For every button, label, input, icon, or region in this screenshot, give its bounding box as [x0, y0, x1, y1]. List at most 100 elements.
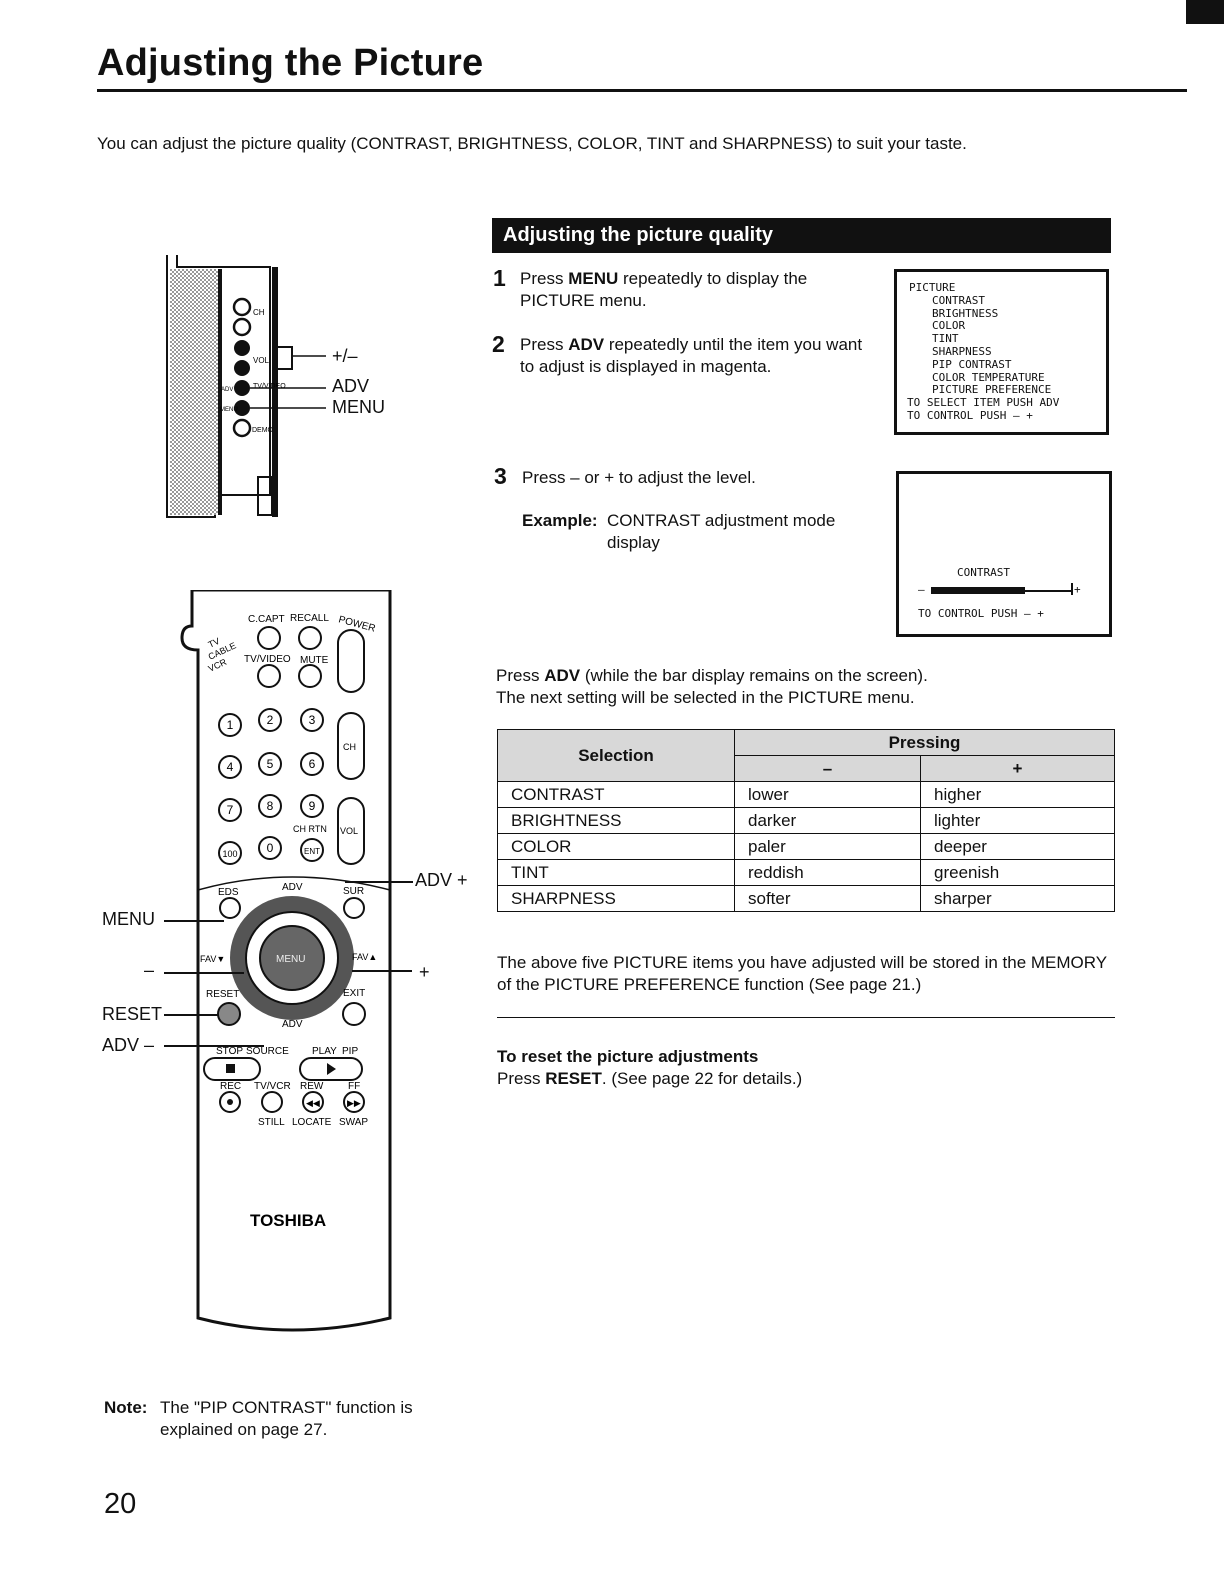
- title-rule: [97, 89, 1187, 92]
- exit-label: EXIT: [343, 988, 365, 999]
- rew-button[interactable]: [302, 1091, 324, 1113]
- intro-text: You can adjust the picture quality (CONT…: [97, 134, 967, 153]
- digit-7-button[interactable]: [218, 798, 242, 822]
- menu-label: MENU: [220, 407, 238, 413]
- menu-center-button[interactable]: [259, 925, 325, 991]
- still-label: STILL: [258, 1117, 285, 1128]
- contrast-track-end: [1071, 583, 1073, 595]
- exit-button[interactable]: [342, 1002, 366, 1026]
- reset-button[interactable]: [217, 1002, 241, 1026]
- adv-note: Press ADV (while the bar display remains…: [496, 666, 928, 685]
- callout-plus: +: [419, 962, 430, 982]
- rewind-icon: ◀◀: [306, 1098, 320, 1108]
- cell-minus: paler: [734, 833, 921, 860]
- cell-item: BRIGHTNESS: [497, 807, 735, 834]
- ff-button[interactable]: [343, 1091, 365, 1113]
- eds-button[interactable]: [219, 897, 241, 919]
- adv-bottom-label: ADV: [282, 1019, 303, 1030]
- tvvideo-button[interactable]: [257, 664, 281, 688]
- osd-plus-sign: +: [1074, 583, 1081, 596]
- recall-button[interactable]: [298, 626, 322, 650]
- callout-adv-minus: ADV –: [102, 1035, 155, 1055]
- digit-8-button[interactable]: [258, 794, 282, 818]
- leader-reset: [164, 1014, 218, 1016]
- adv-note-line2: The next setting will be selected in the…: [496, 688, 915, 707]
- osd-item: COLOR: [932, 319, 966, 333]
- digit-4-button[interactable]: [218, 755, 242, 779]
- digit-5-button[interactable]: [258, 752, 282, 776]
- ccapt-button[interactable]: [257, 626, 281, 650]
- section-divider: [497, 1017, 1115, 1018]
- digit-6-label: 6: [309, 757, 316, 771]
- digit-1-button[interactable]: [218, 713, 242, 737]
- step-1-number: 1: [493, 265, 506, 291]
- menu-center-label: MENU: [276, 954, 305, 965]
- step-3-number: 3: [494, 463, 507, 489]
- chrtn-label: CH RTN: [293, 824, 327, 834]
- osd-contrast-footer: TO CONTROL PUSH – +: [918, 607, 1044, 620]
- ent-button[interactable]: [300, 838, 324, 862]
- step-3-text: Press – or + to adjust the level.: [522, 468, 756, 487]
- fast-forward-icon: ▶▶: [347, 1098, 361, 1108]
- digit-9-button[interactable]: [300, 794, 324, 818]
- note-label: Note:: [104, 1398, 148, 1417]
- mute-button[interactable]: [298, 664, 322, 688]
- contrast-level-bar: [931, 587, 1025, 594]
- ent-label: ENT: [304, 847, 320, 856]
- ff-label: FF: [348, 1081, 360, 1092]
- digit-0-button[interactable]: [258, 836, 282, 860]
- callout-reset: RESET: [102, 1004, 163, 1024]
- osd-item: COLOR TEMPERATURE: [932, 370, 1045, 384]
- sur-button[interactable]: [343, 897, 365, 919]
- tv-label: TV: [207, 636, 222, 650]
- channel-rocker[interactable]: [337, 712, 365, 780]
- leader-adv-minus: [164, 1045, 264, 1047]
- example-text: CONTRAST adjustment mode display: [607, 511, 836, 552]
- cell-minus: lower: [734, 781, 921, 808]
- step-2-number: 2: [492, 331, 505, 357]
- cell-item: CONTRAST: [497, 781, 735, 808]
- fav-down-label: FAV▼: [200, 954, 225, 964]
- header-selection: Selection: [497, 729, 735, 782]
- volume-rocker[interactable]: [337, 797, 365, 865]
- stop-icon: [226, 1064, 235, 1073]
- section-heading: Adjusting the picture quality: [492, 218, 1111, 253]
- tvvcr-label: TV/VCR: [254, 1081, 291, 1092]
- power-button[interactable]: [337, 629, 365, 693]
- fav-up-label: FAV▲: [352, 952, 377, 962]
- step-2-text: Press ADV repeatedly until the item you …: [520, 335, 863, 376]
- cell-item: SHARPNESS: [497, 885, 735, 912]
- digit-5-label: 5: [267, 757, 274, 771]
- tvvcr-button[interactable]: [261, 1091, 283, 1113]
- cell-item: COLOR: [497, 833, 735, 860]
- digit-3-label: 3: [309, 713, 316, 727]
- osd-minus-sign: –: [918, 583, 925, 596]
- rec-label: REC: [220, 1081, 241, 1092]
- page-tab-marker: [1186, 0, 1224, 24]
- play-label: PLAY: [312, 1046, 337, 1057]
- digit-100-button[interactable]: [218, 841, 242, 865]
- reset-text: Press RESET. (See page 22 for details.): [497, 1069, 803, 1088]
- ch-label: CH: [253, 308, 265, 317]
- adv-top-label: ADV: [282, 882, 303, 893]
- recall-label: RECALL: [290, 613, 329, 624]
- digit-3-button[interactable]: [300, 708, 324, 732]
- vol-label: VOL: [340, 826, 358, 836]
- play-icon: [327, 1063, 336, 1075]
- tvvideo-label: TV/VIDEO: [244, 654, 291, 665]
- tvvideo-label: TV/VIDEO: [253, 383, 286, 390]
- osd-item: SHARPNESS: [932, 344, 992, 358]
- digit-4-label: 4: [227, 760, 234, 774]
- digit-100-label: 100: [222, 849, 237, 859]
- callout-adv-plus: ADV +: [415, 870, 468, 890]
- reset-label: RESET: [206, 989, 239, 1000]
- digit-6-button[interactable]: [300, 752, 324, 776]
- callout-plus-minus: +/–: [332, 346, 358, 366]
- osd-item: BRIGHTNESS: [932, 306, 999, 320]
- digit-2-button[interactable]: [258, 708, 282, 732]
